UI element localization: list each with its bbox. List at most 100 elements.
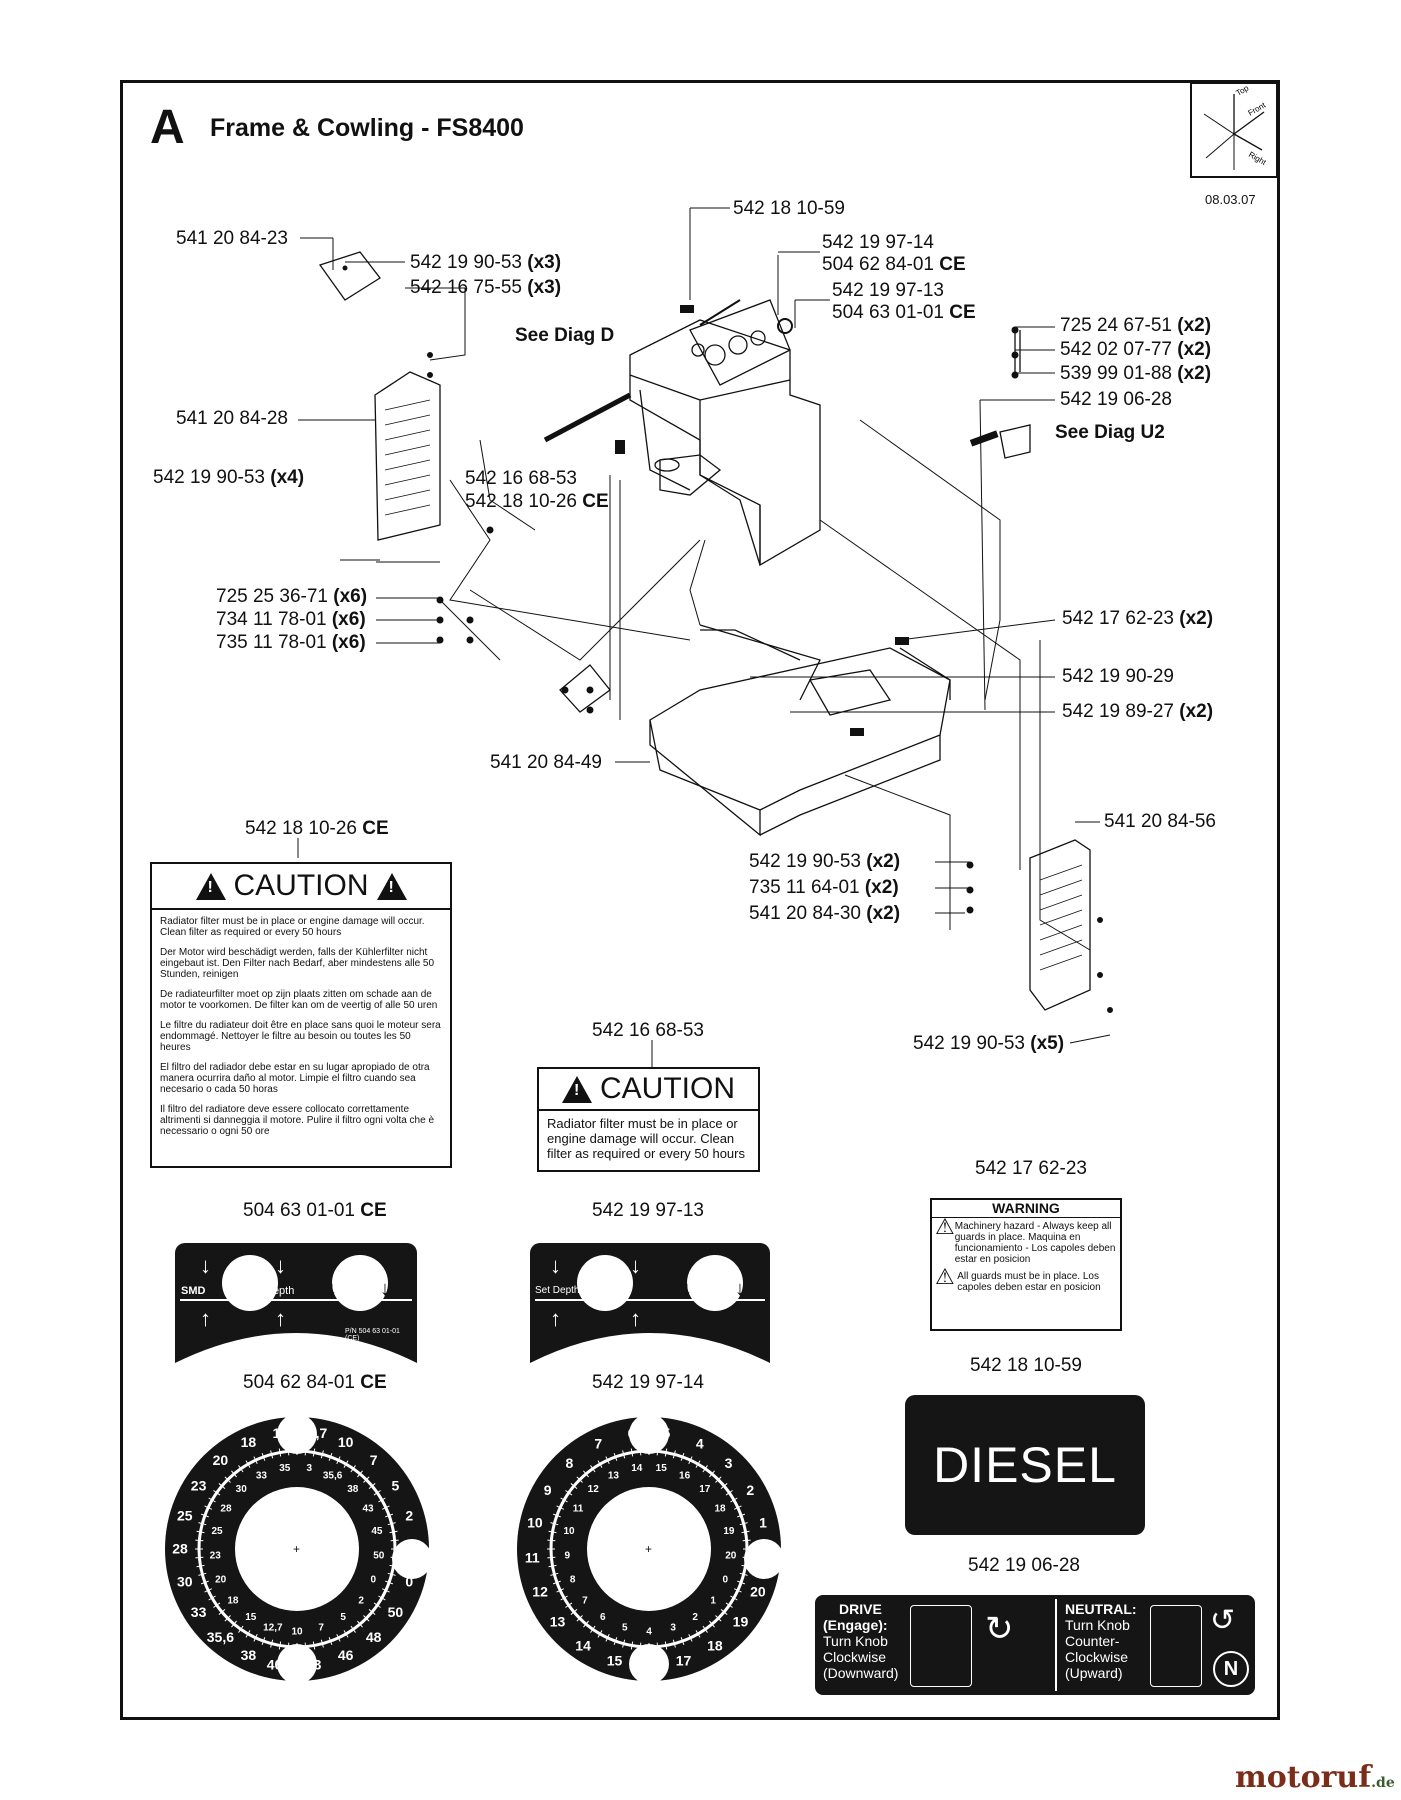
dial-tick: [389, 1530, 398, 1534]
dial-tick: [218, 1609, 226, 1615]
callout-542-18-10-26: 542 18 10-26 CE: [465, 491, 609, 512]
dial-tick: [583, 1470, 589, 1478]
dial-label: 23: [191, 1477, 207, 1493]
dial-tick: [695, 1460, 701, 1468]
dial-tick: [597, 1630, 603, 1638]
callout-725-24-67-51: 725 24 67-51 (x2): [1060, 315, 1212, 336]
svg-text:↓: ↓: [200, 1253, 211, 1278]
dial-tick: [656, 1447, 659, 1456]
dial-tick: [389, 1564, 398, 1568]
dial-tick: [213, 1602, 221, 1608]
dial-cutout: [629, 1414, 669, 1454]
callout-542-17-62-23: 542 17 62-23 (x2): [1062, 608, 1214, 629]
dial-label: 25: [211, 1526, 223, 1537]
svg-text:↑: ↑: [550, 1306, 561, 1331]
dial-label: 0: [762, 1549, 770, 1565]
dial-tick: [336, 1633, 341, 1642]
dial-tick: [630, 1448, 634, 1457]
decal-title-dial: 542 19 97-14: [592, 1372, 704, 1393]
neutral-badge: N: [1213, 1651, 1249, 1687]
dial-tick: [613, 1637, 618, 1646]
dial-tick: [583, 1620, 589, 1628]
dial-tick: [742, 1539, 751, 1542]
dial-label: 35,6: [323, 1470, 343, 1481]
dial-tick: [328, 1637, 333, 1646]
dial-label: 19: [723, 1526, 735, 1537]
dial-cutout: [277, 1644, 317, 1684]
depth-label-left: SMD: [181, 1285, 206, 1297]
dial-tick: [231, 1620, 237, 1628]
decal-title-caution-small: 542 16 68-53: [592, 1020, 704, 1041]
dial-label: 18: [227, 1595, 239, 1606]
left-grille: [374, 371, 441, 541]
dial-tick: [245, 1630, 251, 1638]
dial-tick: [350, 1465, 356, 1473]
dial-tick: [213, 1490, 221, 1496]
dial-label: 11: [573, 1503, 584, 1514]
dial-label: 1: [759, 1515, 767, 1531]
dial-label: 8: [566, 1455, 574, 1471]
machinery-hazard-icon: ⚠: [935, 1214, 955, 1239]
caution-body: Radiator filter must be in place or engi…: [547, 1116, 745, 1161]
dial-label: 15: [656, 1463, 668, 1474]
dial-label: 9: [544, 1482, 552, 1498]
dial-label: 13: [550, 1614, 566, 1630]
dial-label: 7: [594, 1435, 602, 1451]
dial-label: 14: [575, 1637, 591, 1653]
frame-crossbar: [699, 624, 821, 701]
watermark: motoruf.de: [1235, 1760, 1395, 1795]
dial-tick: [552, 1513, 561, 1518]
callout-541-20-84-28: 541 20 84-28: [176, 408, 288, 429]
dial-label: 9: [564, 1550, 570, 1561]
dial-tick: [613, 1452, 618, 1461]
dial-cutout: [392, 1539, 432, 1579]
dial-label: 15: [273, 1425, 289, 1441]
callout-542-19-97-14: 542 19 97-14: [822, 232, 934, 253]
dial-tick: [368, 1609, 376, 1615]
callout-541-20-84-30: 541 20 84-30 (x2): [749, 903, 901, 924]
dial-center-mark: +: [293, 1542, 300, 1556]
dial-tick: [378, 1595, 386, 1601]
dial-label: 7: [318, 1623, 324, 1634]
dial-tick: [560, 1497, 568, 1503]
dial-label: 10: [291, 1626, 303, 1637]
caution-header-text: CAUTION: [233, 869, 369, 902]
dial-tick: [312, 1448, 316, 1457]
dial-tick: [350, 1625, 356, 1633]
dial-tick: [357, 1470, 363, 1478]
frame-opening: [808, 669, 892, 716]
dial-tick: [208, 1595, 216, 1601]
caution-paragraph: Radiator filter must be in place or engi…: [160, 916, 425, 938]
dial-label: 10: [338, 1434, 354, 1450]
caution-paragraph: Il filtro del radiatore deve essere coll…: [160, 1104, 435, 1137]
dial-label: 35: [279, 1463, 291, 1474]
depth-label-left: Set Depth: [535, 1285, 580, 1296]
depth-gauge-graphic: ↓↓ ↑↑ ↓↓: [175, 1253, 417, 1363]
dial-tick: [556, 1588, 565, 1593]
svg-text:↑: ↑: [630, 1306, 641, 1331]
depth-gauge-graphic: ↓↓ ↑↑ ↓↓: [530, 1253, 770, 1363]
caution-paragraph: Der Motor wird beschädigt werden, falls …: [160, 947, 435, 980]
dial-label: 33: [256, 1470, 268, 1481]
rotate-counterclockwise-icon: ↺: [1210, 1604, 1236, 1637]
dial-label: 25: [177, 1508, 193, 1524]
dial-tick: [570, 1609, 578, 1615]
svg-text:↓: ↓: [380, 1278, 390, 1300]
dial-label: 10: [563, 1526, 575, 1537]
dial-label: 40,6: [267, 1656, 294, 1672]
dial-tick: [680, 1452, 685, 1461]
depth-label-right: Depth: [265, 1285, 295, 1297]
callout-542-19-90-53-x2: 542 19 90-53 (x2): [749, 851, 901, 872]
drive-label: DRIVE: [839, 1601, 882, 1617]
dial-tick: [695, 1630, 701, 1638]
dial-tick: [261, 1452, 266, 1461]
dial-tick: [688, 1633, 693, 1642]
dial-tick: [552, 1580, 561, 1585]
caution-header: CAUTION: [539, 1069, 758, 1111]
dial-label: 4: [696, 1435, 704, 1451]
callout-542-16-75-55: 542 16 75-55 (x3): [410, 277, 562, 298]
decal-title-caution-big: 542 18 10-26 CE: [245, 818, 389, 839]
warning-row: ⚠ All guards must be in place. Los capol…: [932, 1266, 1120, 1296]
dial-tick: [287, 1642, 290, 1651]
callout-542-19-89-27: 542 19 89-27 (x2): [1062, 701, 1214, 722]
